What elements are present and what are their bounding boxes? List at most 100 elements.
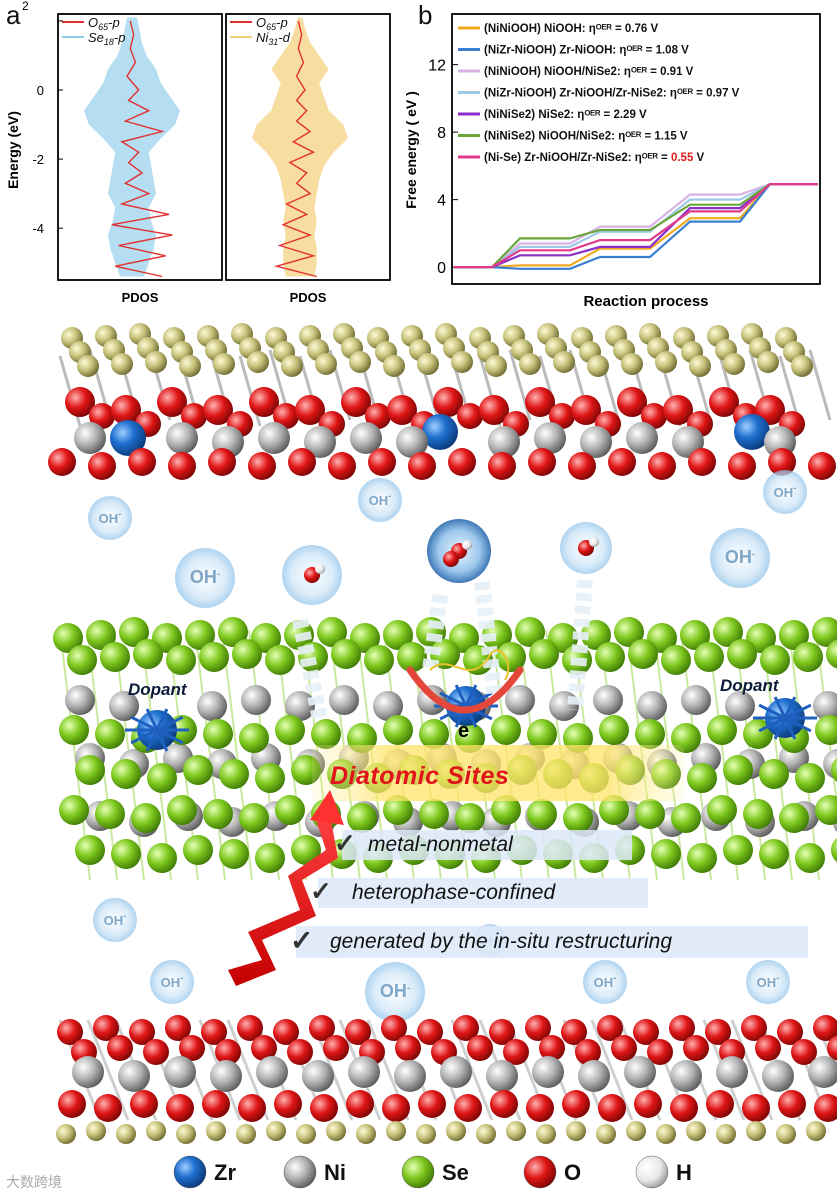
se-atom	[687, 843, 717, 873]
structure-scene: OH-OH-OH-OH-OH-OH-OH-OH-OH-OH-OH-	[0, 320, 837, 1150]
oh-label: OH-	[190, 567, 220, 587]
ni-atom	[72, 1056, 104, 1088]
legend-atom-se	[402, 1156, 434, 1188]
ni-atom	[716, 1056, 748, 1088]
o-atom	[443, 551, 459, 567]
se-atom	[147, 763, 177, 793]
ni-atom	[118, 1060, 150, 1092]
se-atom	[147, 843, 177, 873]
se-atom	[183, 755, 213, 785]
legend-atom-zr	[174, 1156, 206, 1188]
se-atom	[723, 835, 753, 865]
se-atom	[759, 839, 789, 869]
se-atom	[419, 799, 449, 829]
se-atom	[232, 639, 262, 669]
se-atom	[596, 1124, 616, 1144]
se-atom	[566, 1121, 586, 1141]
o-atom	[166, 1094, 194, 1122]
oh-label: OH-	[161, 973, 184, 990]
pdos-fill-Ni31-d	[252, 18, 348, 277]
se-atom	[455, 803, 485, 833]
check-text: heterophase-confined	[352, 881, 555, 905]
se-atom	[795, 763, 825, 793]
se-atom	[793, 642, 823, 672]
y-tick-label: 0	[37, 83, 44, 98]
se-atom	[760, 645, 790, 675]
o-atom	[143, 1039, 169, 1065]
se-atom	[75, 835, 105, 865]
se-atom	[265, 645, 295, 675]
se-atom	[723, 755, 753, 785]
se-atom	[199, 642, 229, 672]
se-atom	[275, 795, 305, 825]
se-atom	[476, 1124, 496, 1144]
se-atom	[635, 719, 665, 749]
legend-atom-label: H	[676, 1160, 692, 1185]
ni-atom	[210, 1060, 242, 1092]
ni-atom	[762, 1060, 794, 1092]
se-atom	[519, 353, 541, 375]
se-atom	[176, 1124, 196, 1144]
y-tick-label-top: 2	[22, 0, 29, 13]
watermark: 大数跨境	[6, 1172, 62, 1192]
legend-label: (NiNiOOH) NiOOH: ηᴼᴱᴿ = 0.76 V	[484, 23, 659, 35]
legend-label: Se18-p	[88, 30, 125, 47]
se-atom	[527, 799, 557, 829]
se-atom	[451, 351, 473, 373]
ni-atom	[505, 685, 535, 715]
check-text: metal-nonmetal	[368, 833, 513, 857]
se-atom	[759, 759, 789, 789]
se-atom	[383, 715, 413, 745]
se-atom	[655, 351, 677, 373]
se-atom	[536, 1124, 556, 1144]
se-atom	[331, 639, 361, 669]
check-mark-icon: ✓	[334, 828, 356, 859]
ni-atom	[593, 685, 623, 715]
y-tick-label: 12	[428, 58, 446, 75]
se-atom	[795, 843, 825, 873]
ni-atom	[164, 1056, 196, 1088]
legend-atom-label: Ni	[324, 1160, 346, 1185]
se-atom	[587, 355, 609, 377]
o-atom	[168, 452, 196, 480]
ni-atom	[637, 691, 667, 721]
o-atom	[395, 1035, 421, 1061]
se-atom	[707, 795, 737, 825]
o-atom	[808, 452, 836, 480]
se-atom	[167, 795, 197, 825]
se-atom	[746, 1121, 766, 1141]
ni-atom	[681, 685, 711, 715]
x-axis-label: PDOS	[290, 290, 327, 305]
o-atom	[382, 1094, 410, 1122]
y-tick-label: 8	[437, 125, 446, 142]
o-atom	[288, 448, 316, 476]
se-atom	[661, 645, 691, 675]
se-atom	[95, 719, 125, 749]
se-atom	[626, 1121, 646, 1141]
se-atom	[219, 759, 249, 789]
check-mark-icon: ✓	[310, 876, 332, 907]
check-heterophase: ✓ heterophase-confined	[318, 878, 648, 908]
se-atom	[179, 355, 201, 377]
o-atom	[368, 448, 396, 476]
se-atom	[59, 795, 89, 825]
o-atom	[274, 1090, 302, 1118]
se-atom	[689, 355, 711, 377]
o-atom	[202, 1090, 230, 1118]
x-axis-label: Reaction process	[583, 293, 708, 310]
se-atom	[255, 843, 285, 873]
y-tick-label: -4	[32, 221, 44, 236]
ni-atom	[626, 422, 658, 454]
o-atom	[706, 1090, 734, 1118]
y-tick-label: -2	[32, 152, 44, 167]
se-atom	[651, 839, 681, 869]
se-atom	[553, 351, 575, 373]
o-atom	[310, 1094, 338, 1122]
o-atom	[94, 1094, 122, 1122]
o-atom	[683, 1035, 709, 1061]
o-atom	[454, 1094, 482, 1122]
se-atom	[527, 719, 557, 749]
se-atom	[111, 759, 141, 789]
o-atom	[778, 1090, 806, 1118]
